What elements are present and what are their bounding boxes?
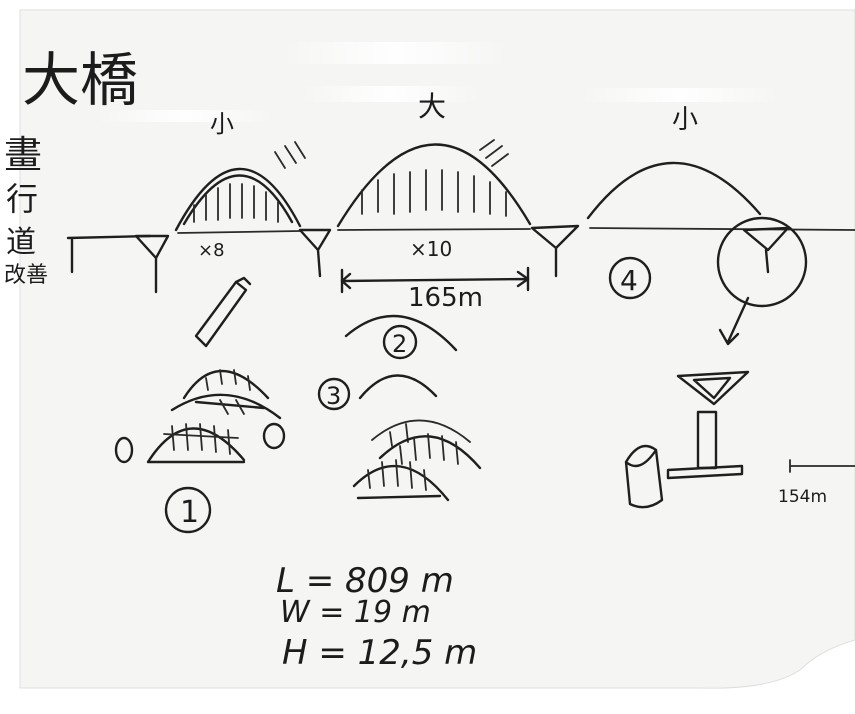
circled-number-4: ④ 4 (608, 256, 652, 300)
sketch-variant-1 (114, 276, 286, 464)
circled-number-1-digit: 1 (180, 495, 199, 530)
spec-width: W = 19 m (280, 595, 431, 630)
side-dimension-label: 154m (778, 487, 827, 507)
pier-detail-callout (716, 216, 808, 346)
span-label-1: 小 (210, 110, 234, 138)
circled-number-3-digit: 3 (326, 382, 341, 410)
span-label-2: 大 (418, 90, 446, 123)
arch-span-3: 小 (586, 105, 762, 220)
side-dimension: 154m (778, 459, 855, 507)
circled-number-2-digit: 2 (392, 330, 407, 358)
arch-count-span-1: ×8 (198, 240, 225, 261)
span-label-3: 小 (672, 105, 698, 135)
spec-length: L = 809 m (276, 561, 454, 601)
pier-3 (530, 224, 580, 278)
board-surface (19, 9, 855, 689)
circled-number-4-digit: 4 (620, 264, 638, 297)
board-glare (280, 42, 510, 64)
arch-span-1: ×8 小 (174, 110, 306, 261)
board-glare (95, 110, 275, 122)
margin-char-3: 道 (6, 225, 36, 260)
title-text: 大橋 (22, 46, 138, 114)
board-glare (300, 86, 480, 102)
pier-2 (298, 228, 332, 278)
circled-number-3: ③ 3 (317, 377, 351, 411)
board-glare (580, 88, 780, 102)
pier-detail-sketch (624, 370, 750, 509)
bridge-specs: L = 809 m W = 19 m H = 12,5 m (276, 561, 477, 673)
margin-char-2: 行 (6, 180, 38, 218)
pier-1 (134, 234, 170, 294)
arch-count-span-2: ×10 (410, 237, 452, 261)
arch-span-2: ×10 大 (336, 90, 532, 261)
sketch-variant-2-3 (344, 314, 482, 502)
circled-number-1: ① 1 (164, 486, 212, 534)
margin-char-4: 改善 (4, 263, 48, 288)
bridge-piers (134, 224, 790, 294)
circled-number-2: ② 2 (382, 324, 418, 360)
dimension-label: 165m (408, 283, 483, 313)
pier-4 (742, 226, 790, 274)
margin-char-1: 畫 (4, 133, 42, 177)
spec-height: H = 12,5 m (282, 633, 477, 673)
left-margin-notes: 畫 行 道 改善 (4, 133, 48, 288)
dimension-165m: 165m (340, 266, 530, 313)
